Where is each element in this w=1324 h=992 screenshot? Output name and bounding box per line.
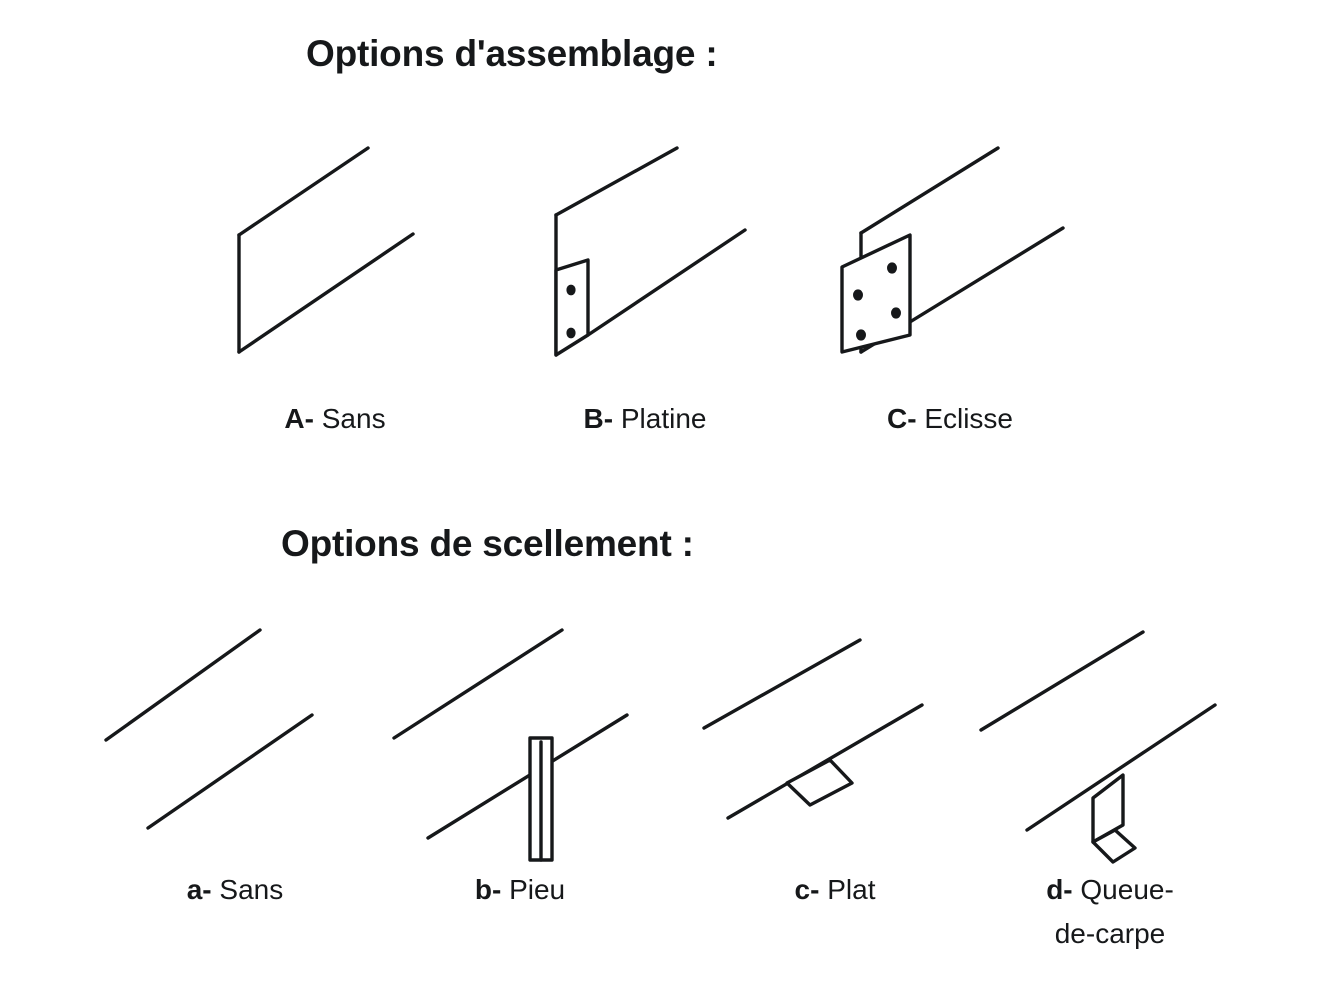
profile-base-plate-diagram [554,146,747,357]
caption-assemblage-sans: A- Sans [195,397,475,441]
caption-key: c- [794,874,820,905]
profile-plain-diagram [237,146,415,354]
caption-key: b- [474,874,502,905]
caption-scellement-sans: a- Sans [100,868,370,912]
caption-key: C- [886,403,917,434]
caption-label-line1: Queue- [1080,874,1174,905]
caption-scellement-pieu: b- Pieu [385,868,655,912]
profile-fish-plate-diagram [840,146,1065,354]
section-title-scellement: Options de scellement : [281,523,694,564]
bolt-holes [566,284,576,339]
caption-assemblage-eclisse: C- Eclisse [810,397,1090,441]
figure-scellement-pieu [390,620,650,862]
caption-label: Sans [321,403,386,434]
caption-key: A- [284,403,314,434]
bolt-holes [853,262,901,341]
caption-label: Pieu [509,874,566,905]
figure-scellement-queue-de-carpe [975,620,1230,870]
rail-post-diagram [392,628,629,862]
caption-label: Plat [827,874,876,905]
caption-scellement-queue-de-carpe: d- Queue- de-carpe [975,868,1245,956]
caption-key: a- [186,874,212,905]
caption-label: Sans [219,874,284,905]
figure-scellement-sans [100,620,345,845]
figure-assemblage-sans [225,140,435,365]
rail-fishtail-diagram [979,630,1217,864]
caption-label: Platine [620,403,707,434]
figure-scellement-plat [700,620,945,845]
caption-scellement-plat: c- Plat [700,868,970,912]
figure-assemblage-platine [540,140,755,365]
caption-key: B- [583,403,614,434]
caption-label: Eclisse [924,403,1014,434]
rail-flat-diagram [702,638,924,820]
caption-label-line2: de-carpe [1054,918,1166,949]
figure-assemblage-eclisse [828,140,1073,365]
caption-assemblage-platine: B- Platine [505,397,785,441]
section-title-assemblage: Options d'assemblage : [306,33,718,74]
caption-key: d- [1046,874,1073,905]
rail-plain-diagram [104,628,314,830]
